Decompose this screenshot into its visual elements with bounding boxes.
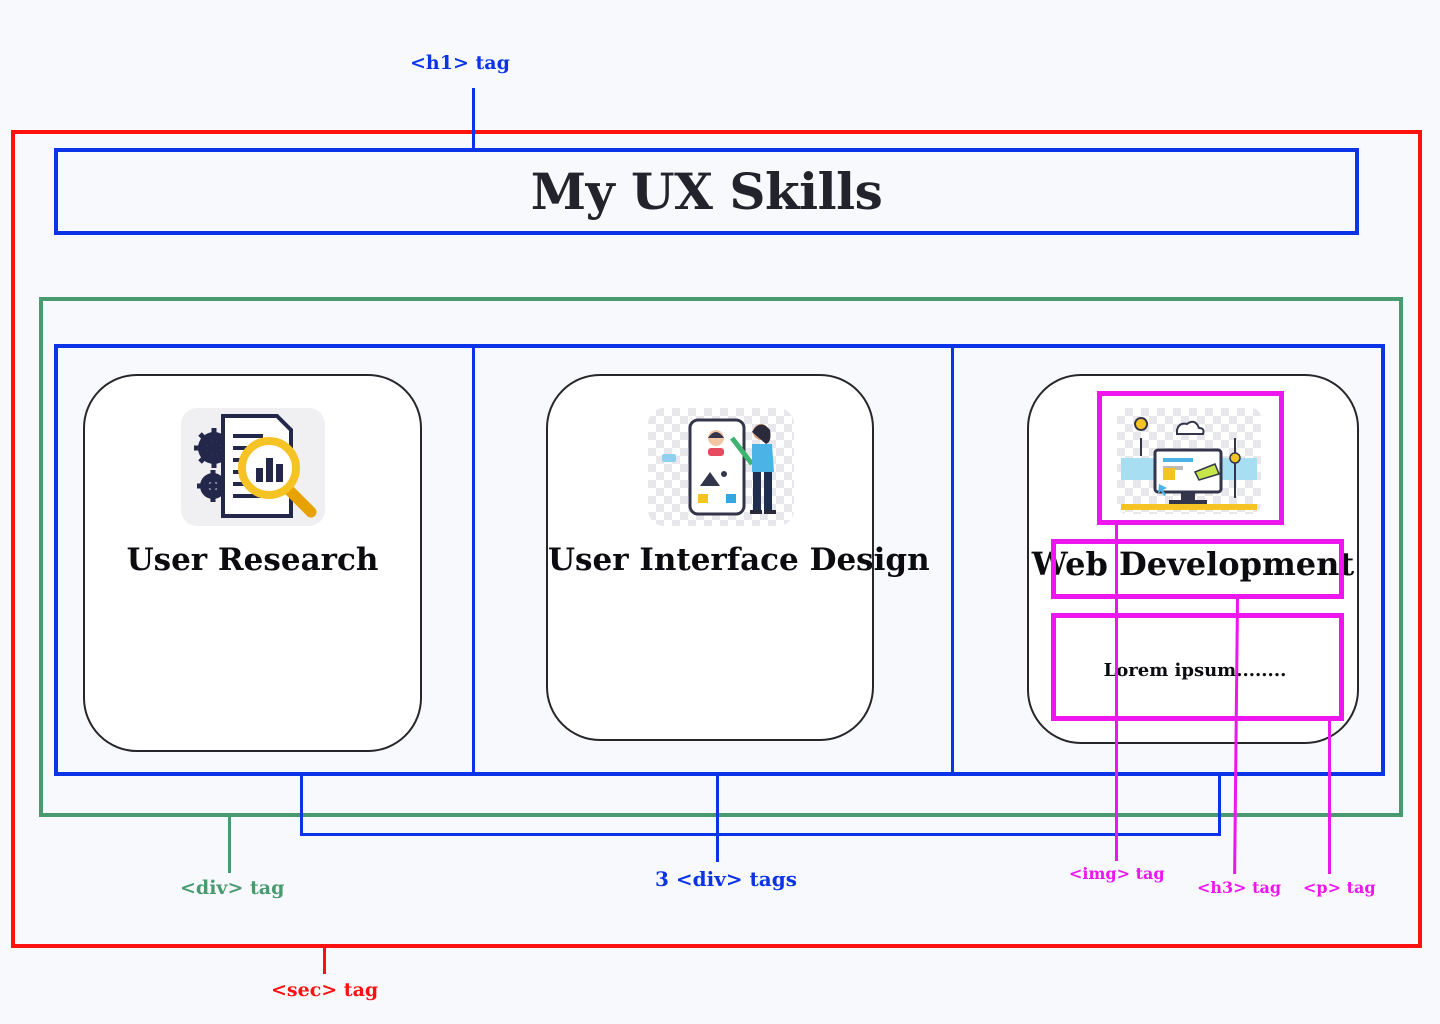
card-title-user-research: User Research: [126, 542, 379, 578]
div-container-outline: [39, 297, 1403, 817]
section-tag-label: <sec> tag: [271, 979, 379, 1001]
img-tag-outline: [1097, 391, 1284, 525]
divs-connector-left: [300, 774, 303, 836]
h3-tag-outline: [1051, 539, 1344, 599]
card-paragraph-web-development: Lorem ipsum........: [1103, 660, 1287, 681]
div-tag-label: <div> tag: [180, 877, 285, 899]
skill-card-web-development: Web Development Lorem ipsum........: [1027, 374, 1359, 744]
img-connector: [1115, 525, 1118, 861]
section-connector: [323, 948, 326, 974]
h1-tag-label: <h1> tag: [410, 52, 510, 74]
column-divider-1: [472, 346, 475, 774]
card-title-web-development: Web Development: [1031, 545, 1355, 583]
divs-connector-middle: [716, 774, 719, 862]
card-title-user-interface-design: User Interface Design: [548, 542, 930, 578]
web-development-illustration: [1117, 408, 1261, 514]
h1-connector: [472, 88, 475, 150]
divs-tag-label: 3 <div> tags: [655, 867, 798, 891]
p-tag-label: <p> tag: [1303, 878, 1376, 897]
img-tag-label: <img> tag: [1069, 864, 1165, 883]
p-tag-outline: [1051, 613, 1344, 721]
three-divs-outline: [54, 344, 1385, 776]
divs-connector-bracket: [300, 833, 1221, 836]
skill-card-user-interface-design: User Interface Design: [546, 374, 930, 741]
skill-card-user-research: User Research: [83, 374, 422, 752]
heading-outline: [54, 148, 1359, 235]
div-connector: [228, 815, 231, 873]
divs-connector-right: [1218, 774, 1221, 836]
h3-tag-label: <h3> tag: [1197, 878, 1282, 897]
section-outline: [11, 130, 1422, 948]
p-connector: [1328, 721, 1331, 874]
column-divider-2: [951, 346, 954, 774]
page-title: My UX Skills: [530, 162, 883, 221]
mobile-ui-design-illustration: [648, 408, 794, 526]
research-report-magnifier-icon: [181, 408, 325, 526]
